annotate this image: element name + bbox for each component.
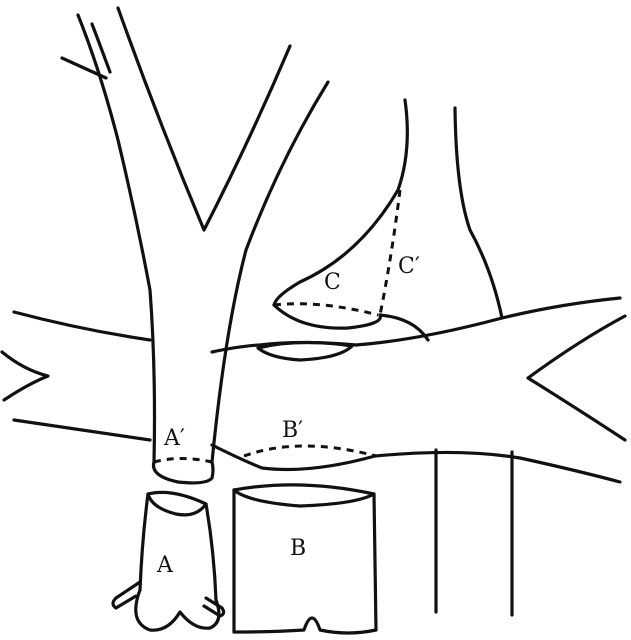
upper-trunk-right-outline bbox=[212, 82, 328, 462]
stump-b-bottom bbox=[234, 618, 376, 633]
horizontal-vessel-bulge bbox=[258, 342, 352, 360]
horizontal-vessel-left-notch bbox=[2, 352, 48, 400]
cut-c-prime-edge bbox=[380, 190, 400, 315]
cut-a-prime-front bbox=[154, 462, 214, 483]
cut-a-prime-back bbox=[154, 459, 212, 463]
stump-a-bottom bbox=[136, 590, 219, 630]
horizontal-vessel-right-notch bbox=[528, 316, 625, 440]
stump-a-right-side bbox=[206, 504, 216, 600]
stump-a-top bbox=[148, 492, 206, 515]
horizontal-vessel bbox=[2, 298, 625, 615]
horizontal-vessel-top-left bbox=[14, 312, 150, 340]
label-a: A bbox=[156, 553, 174, 578]
right-vessel-right-outline bbox=[455, 108, 502, 318]
horizontal-vessel-top-right bbox=[356, 298, 620, 345]
cut-end-a-prime bbox=[154, 459, 214, 483]
label-c-prime: C′ bbox=[398, 254, 420, 279]
stump-b-right-side bbox=[374, 494, 376, 630]
horizontal-vessel-bottom-left bbox=[14, 420, 150, 440]
upper-trunk-left-outline bbox=[78, 15, 155, 462]
upper-trunk-inner-fork bbox=[118, 8, 290, 230]
stump-b-top bbox=[234, 485, 374, 506]
window-b-prime-back bbox=[244, 446, 376, 456]
horizontal-vessel-bottom-right bbox=[375, 452, 620, 482]
window-b-prime bbox=[244, 446, 376, 456]
horizontal-vessel-bottom-mid bbox=[212, 445, 375, 470]
label-b: B bbox=[290, 536, 306, 561]
stump-a-left-side bbox=[140, 494, 148, 590]
upper-trunk bbox=[62, 8, 328, 462]
label-a-prime: A′ bbox=[163, 426, 185, 451]
cut-c-front bbox=[274, 305, 380, 328]
label-b-prime: B′ bbox=[282, 418, 303, 443]
cut-c-back bbox=[274, 304, 378, 315]
label-c: C bbox=[324, 270, 341, 295]
right-vessel bbox=[274, 100, 502, 340]
stump-a-right-hook bbox=[204, 598, 224, 616]
